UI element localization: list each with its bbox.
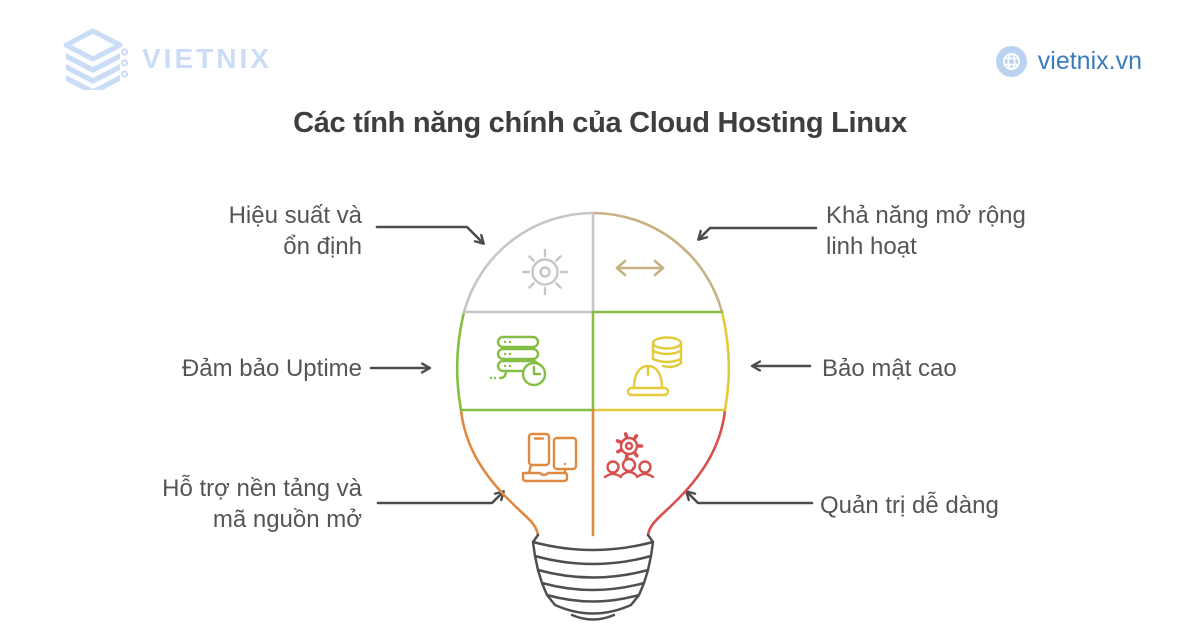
feature-label-security: Bảo mật cao	[822, 355, 957, 382]
connector-scalability	[699, 226, 818, 239]
bulb-outline	[455, 211, 731, 537]
server-clock-icon	[489, 335, 547, 387]
team-gear-icon	[603, 432, 655, 479]
bulb-arc-middle-left	[455, 310, 466, 412]
connector-opensource	[376, 492, 503, 505]
vietnix-logo: VIETNIX	[60, 28, 272, 90]
globe-icon	[995, 46, 1027, 77]
connector-management	[687, 492, 814, 505]
helmet-database-icon	[626, 336, 683, 397]
feature-label-performance: Hiệu suất và ổn định	[228, 202, 362, 260]
page-title: Các tính năng chính của Cloud Hosting Li…	[293, 107, 907, 139]
bulb-arc-middle-right	[720, 310, 731, 412]
vietnix-logo-text: VIETNIX	[142, 43, 272, 74]
feature-label-opensource: Hỗ trợ nền tảng và mã nguồn mở	[162, 475, 362, 533]
vietnix-logo-icon	[63, 28, 129, 90]
bulb-arc-bottom-right	[646, 408, 727, 537]
website-url: vietnix.vn	[1037, 47, 1142, 75]
bulb-arc-top-right	[591, 211, 724, 314]
connector-arrows	[369, 225, 818, 505]
devices-icon	[521, 432, 578, 483]
bulb-dividers	[459, 211, 727, 537]
feature-label-management: Quản trị dễ dàng	[820, 492, 999, 519]
bulb-arc-top-left	[462, 211, 595, 314]
gear-icon	[521, 248, 569, 296]
connector-performance	[375, 225, 483, 243]
feature-label-uptime: Đảm bảo Uptime	[181, 355, 362, 382]
website-badge: vietnix.vn	[995, 46, 1142, 77]
bulb-screw-base	[531, 533, 655, 621]
horizontal-resize-arrow-icon	[615, 259, 665, 277]
feature-label-scalability: Khả năng mở rộng linh hoạt	[826, 202, 1026, 260]
bulb-arc-bottom-left	[459, 408, 540, 537]
